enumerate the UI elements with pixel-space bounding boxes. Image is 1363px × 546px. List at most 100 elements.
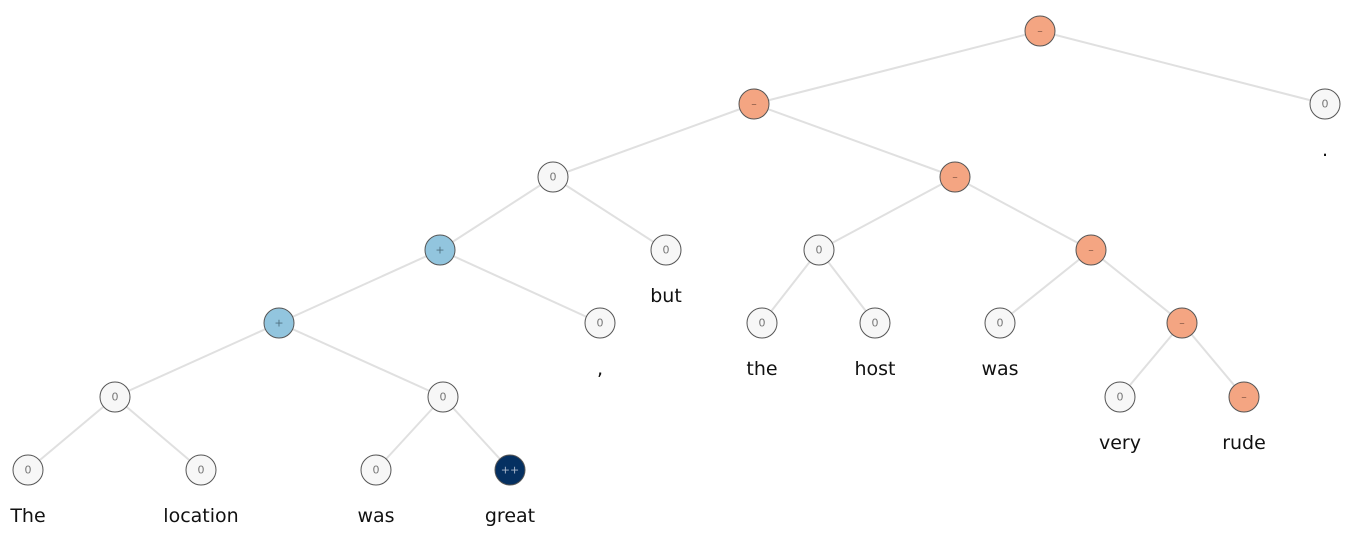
tree-edge [27,396,116,471]
node-circle [738,88,770,120]
token-word: host [854,358,895,380]
node-circle [650,234,682,266]
node-sentiment-label: ++ [501,464,519,477]
tree-edge [1119,322,1183,398]
tree-node-neutral: 0 [537,161,569,193]
tree-edge [439,176,554,251]
tree-edge [1090,249,1183,324]
tree-node-neutral: 0 [650,234,682,266]
node-circle [584,307,616,339]
tree-edge [1181,322,1245,398]
token-word: was [981,358,1018,380]
node-circle [1075,234,1107,266]
node-circle [1024,15,1056,47]
node-sentiment-label: 0 [550,171,557,184]
node-circle [746,307,778,339]
node-sentiment-label: + [435,244,444,257]
tree-node-negative: – [1075,234,1107,266]
token-word: . [1322,139,1328,161]
tree-node-negative: – [738,88,770,120]
tree-edge [552,176,667,251]
node-sentiment-label: 0 [25,464,32,477]
tree-edge [753,30,1041,105]
token-word: very [1099,432,1141,454]
node-circle [263,307,295,339]
tree-node-neutral: 0 [984,307,1016,339]
node-circle [424,234,456,266]
tree-node-negative: – [1024,15,1056,47]
node-circle [803,234,835,266]
node-sentiment-label: 0 [597,317,604,330]
node-circle [12,454,44,486]
node-circle [185,454,217,486]
tree-node-positive: + [424,234,456,266]
node-sentiment-label: 0 [1117,391,1124,404]
node-sentiment-label: 0 [198,464,205,477]
tree-node-neutral: 0 [427,381,459,413]
node-circle [939,161,971,193]
node-circle [494,454,526,486]
node-circle [1228,381,1260,413]
node-sentiment-label: 0 [997,317,1004,330]
tree-node-very-positive: ++ [494,454,526,486]
node-circle [537,161,569,193]
tree-node-negative: – [1228,381,1260,413]
node-sentiment-label: 0 [1322,98,1329,111]
node-circle [1104,381,1136,413]
tree-node-neutral: 0 [99,381,131,413]
tree-node-neutral: 0 [803,234,835,266]
node-sentiment-label: 0 [112,391,119,404]
token-word: rude [1222,432,1266,454]
tree-node-negative: – [939,161,971,193]
tree-edge [278,322,444,398]
node-sentiment-label: 0 [759,317,766,330]
tree-edge [442,396,511,471]
tree-node-neutral: 0 [12,454,44,486]
node-circle [99,381,131,413]
tree-node-neutral: 0 [859,307,891,339]
node-circle [984,307,1016,339]
tree-edge [114,322,280,398]
tree-edge [114,396,202,471]
node-sentiment-label: – [1241,391,1247,404]
node-circle [859,307,891,339]
tree-edge [552,103,755,178]
node-circle [1309,88,1341,120]
node-circle [427,381,459,413]
tree-node-negative: – [1166,307,1198,339]
node-sentiment-label: – [952,171,958,184]
node-sentiment-label: – [1037,25,1043,38]
node-sentiment-label: – [751,98,757,111]
tree-edge [954,176,1092,251]
tree-node-neutral: 0 [1309,88,1341,120]
tree-node-neutral: 0 [584,307,616,339]
node-sentiment-label: 0 [373,464,380,477]
tree-node-neutral: 0 [746,307,778,339]
token-word: location [163,505,238,527]
tree-edge [1039,30,1326,105]
tree-edge [375,396,444,471]
node-sentiment-label: – [1088,244,1094,257]
token-word: but [650,285,682,307]
tree-node-neutral: 0 [1104,381,1136,413]
node-sentiment-label: + [274,317,283,330]
node-circle [1166,307,1198,339]
tree-node-neutral: 0 [360,454,392,486]
token-word: , [597,358,603,380]
token-word: was [357,505,394,527]
tree-node-positive: + [263,307,295,339]
node-sentiment-label: 0 [440,391,447,404]
token-word: great [485,505,535,527]
node-sentiment-label: 0 [816,244,823,257]
node-sentiment-label: 0 [663,244,670,257]
token-word: the [746,358,777,380]
tree-edge [439,249,601,324]
token-word: The [9,505,45,527]
tree-node-neutral: 0 [185,454,217,486]
tree-edge [753,103,956,178]
tree-edge [278,249,441,324]
node-sentiment-label: 0 [872,317,879,330]
tree-edge [818,176,956,251]
